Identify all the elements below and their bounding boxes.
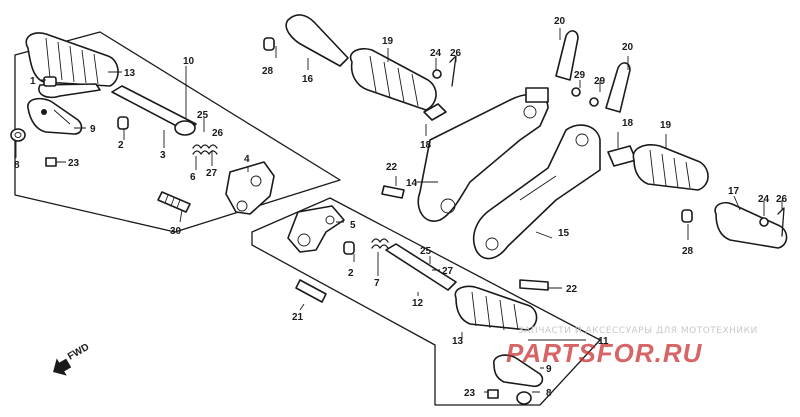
spring-7 bbox=[371, 238, 389, 249]
pin-2-left bbox=[117, 116, 129, 130]
label-19: 19 bbox=[382, 36, 394, 47]
label-20: 20 bbox=[554, 16, 566, 27]
bolt-22-top bbox=[381, 185, 405, 199]
label-10: 10 bbox=[183, 56, 195, 67]
pin-20-left bbox=[555, 30, 579, 81]
footpeg-holder-17 bbox=[714, 201, 788, 249]
washer-29-a bbox=[571, 87, 581, 97]
label-25: 25 bbox=[197, 110, 209, 121]
washer-18-top bbox=[423, 103, 447, 121]
bolt-21 bbox=[295, 279, 327, 303]
pin-20-right bbox=[605, 62, 631, 113]
watermark: ЗАПЧАСТИ И АКСЕССУАРЫ ДЛЯ МОТОТЕХНИКИ PA… bbox=[506, 326, 758, 368]
bracket-5 bbox=[287, 205, 345, 253]
holder-9-right bbox=[493, 354, 544, 388]
label-29: 29 bbox=[574, 70, 586, 81]
pin-28-top bbox=[263, 37, 275, 51]
bolt-1 bbox=[43, 76, 57, 87]
label-21: 21 bbox=[292, 312, 304, 323]
label-13b: 13 bbox=[452, 336, 464, 347]
bolt-30 bbox=[157, 191, 191, 213]
watermark-logo: PARTSFOR.RU bbox=[506, 338, 703, 368]
label-25b: 25 bbox=[420, 246, 432, 257]
label-26: 26 bbox=[212, 128, 224, 139]
label-9b: 9 bbox=[546, 364, 552, 375]
fwd-arrow: FWD bbox=[53, 342, 91, 376]
spring-6-left bbox=[192, 144, 218, 155]
footpeg-rubber-19-right bbox=[632, 144, 709, 191]
bolt-23-left bbox=[45, 157, 57, 167]
part-labels: 13 1 9 8 23 10 2 3 25 26 6 27 4 30 28 16… bbox=[14, 16, 788, 399]
holder-9-left bbox=[27, 97, 83, 135]
label-28b: 28 bbox=[682, 246, 694, 257]
label-6: 6 bbox=[190, 172, 196, 183]
label-17: 17 bbox=[728, 186, 740, 197]
label-15: 15 bbox=[558, 228, 570, 239]
label-2b: 2 bbox=[348, 268, 354, 279]
group-11-outline bbox=[251, 197, 601, 406]
label-24b: 24 bbox=[758, 194, 770, 205]
bolt-23-right bbox=[487, 389, 499, 399]
footpeg-rubber-19-top bbox=[349, 47, 437, 111]
bolt-22-bottom bbox=[519, 279, 549, 291]
footpeg-rubber-left bbox=[25, 32, 119, 99]
label-8b: 8 bbox=[546, 388, 552, 399]
label-18: 18 bbox=[420, 140, 432, 151]
label-27: 27 bbox=[206, 168, 218, 179]
clip-26-top bbox=[449, 55, 457, 87]
label-29b: 29 bbox=[594, 76, 606, 87]
label-13: 13 bbox=[124, 68, 136, 79]
label-22b: 22 bbox=[566, 284, 578, 295]
label-11: 11 bbox=[598, 336, 609, 347]
label-27b: 27 bbox=[442, 266, 454, 277]
pin-2-right bbox=[343, 241, 355, 255]
label-30: 30 bbox=[170, 226, 182, 237]
label-28: 28 bbox=[262, 66, 274, 77]
label-19b: 19 bbox=[660, 120, 672, 131]
label-3: 3 bbox=[160, 150, 166, 161]
label-26c: 26 bbox=[776, 194, 788, 205]
label-24: 24 bbox=[430, 48, 442, 59]
label-23b: 23 bbox=[464, 388, 476, 399]
washer-8-left bbox=[10, 128, 26, 142]
label-4: 4 bbox=[244, 154, 250, 165]
footpeg-holder-16 bbox=[285, 14, 349, 67]
shaft-3 bbox=[111, 85, 197, 136]
label-20b: 20 bbox=[622, 42, 634, 53]
label-7: 7 bbox=[374, 278, 380, 289]
label-8: 8 bbox=[14, 160, 20, 171]
washer-18-right bbox=[607, 145, 637, 167]
pin-28-right bbox=[681, 209, 693, 223]
washer-24-right bbox=[759, 217, 769, 227]
label-2: 2 bbox=[118, 140, 124, 151]
washer-8-right bbox=[516, 391, 532, 405]
bracket-15 bbox=[472, 124, 601, 260]
label-18b: 18 bbox=[622, 118, 634, 129]
watermark-subtitle: ЗАПЧАСТИ И АКСЕССУАРЫ ДЛЯ МОТОТЕХНИКИ bbox=[518, 326, 758, 336]
shaft-12 bbox=[385, 243, 457, 291]
leader-lines bbox=[15, 28, 783, 393]
label-5: 5 bbox=[350, 220, 356, 231]
label-12: 12 bbox=[412, 298, 424, 309]
washer-24-top bbox=[432, 69, 442, 79]
label-9: 9 bbox=[90, 124, 96, 135]
washer-29-b bbox=[589, 97, 599, 107]
label-14: 14 bbox=[406, 178, 418, 189]
footpeg-rubber-13-right bbox=[454, 285, 538, 331]
label-1: 1 bbox=[30, 76, 36, 87]
bracket-4 bbox=[225, 161, 275, 215]
clip-26-right bbox=[777, 207, 785, 237]
label-16: 16 bbox=[302, 74, 314, 85]
bracket-14 bbox=[417, 87, 549, 222]
label-22: 22 bbox=[386, 162, 398, 173]
label-23: 23 bbox=[68, 158, 80, 169]
fwd-label: FWD bbox=[66, 342, 91, 363]
label-26b: 26 bbox=[450, 48, 462, 59]
